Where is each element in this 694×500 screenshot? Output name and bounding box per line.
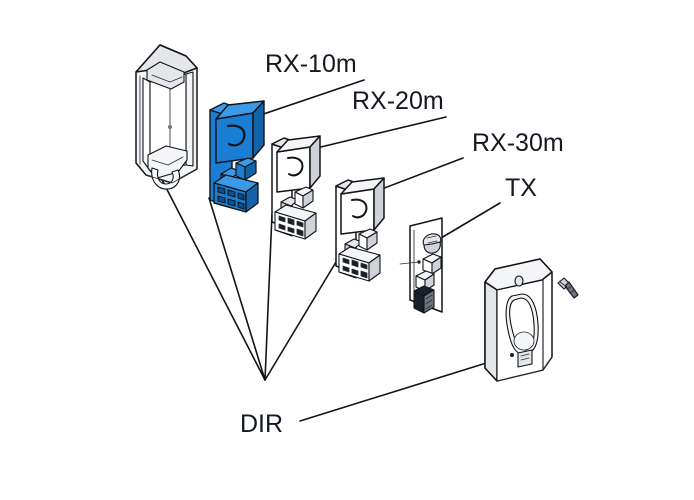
- back-housing-boss-hole: [168, 125, 172, 129]
- rx-10m-lens-marking: [226, 124, 246, 147]
- dir-leader-lines: [157, 171, 513, 422]
- tx-capacitor-1-side: [431, 256, 442, 275]
- front-cover-indicator-hole: [514, 275, 524, 287]
- back-housing: [135, 44, 198, 190]
- label-rx-30m: RX-30m: [472, 129, 564, 157]
- front-cover-slot-ribs: [520, 353, 530, 361]
- rx-10m-pcb-bottom-edge: [213, 202, 233, 209]
- rx-10m-board[interactable]: [209, 100, 265, 213]
- screw-shaft: [564, 281, 579, 299]
- rx-30m-sensor-front: [340, 188, 375, 235]
- front-cover-bottom-edge: [496, 356, 553, 382]
- rx-20m-sensor-front: [276, 146, 311, 193]
- callout-leader-tx: [435, 202, 501, 242]
- callout-leader-rx20m: [299, 116, 447, 153]
- label-tx: TX: [505, 174, 537, 202]
- label-dir: DIR: [240, 410, 283, 438]
- dir-leader-back-housing: [157, 171, 266, 381]
- front-cover-bottom-slot: [517, 349, 533, 368]
- rx-20m-sensor-side: [309, 135, 321, 189]
- back-housing-bracket-edge: [151, 74, 183, 83]
- screw-slot: [559, 281, 568, 288]
- rx-10m-sensor-front: [215, 112, 254, 164]
- dir-leader-rx10m: [208, 197, 266, 381]
- rx-10m-terminal-side: [245, 182, 259, 213]
- tx-board[interactable]: [399, 217, 443, 314]
- front-cover-lens-lower-dome: [513, 331, 535, 351]
- rx-30m-sensor-side: [373, 177, 385, 231]
- label-rx-20m: RX-20m: [352, 87, 444, 115]
- rx-20m-lens-marking: [287, 156, 304, 177]
- callout-leader-rx30m: [373, 157, 464, 193]
- front-cover-left-face: [484, 281, 498, 382]
- back-housing-bottom-tab-edge: [151, 156, 184, 166]
- rx-30m-terminal-holes: [342, 257, 368, 279]
- back-housing-top-bracket: [146, 61, 185, 90]
- tx-connector-ribs: [425, 294, 433, 310]
- dir-leader-rx30m: [264, 261, 337, 381]
- rx-20m-terminal-side: [304, 212, 317, 240]
- rx-30m-terminal-side: [368, 254, 381, 282]
- screw-threads: [566, 285, 576, 294]
- tx-lead-line: [399, 261, 420, 265]
- dir-leader-front-cover: [299, 354, 513, 422]
- rx-10m-sensor-side: [252, 100, 265, 159]
- dir-leader-rx20m: [264, 213, 273, 381]
- tx-emitter-body: [423, 241, 441, 254]
- rx-30m-component-b-side: [366, 231, 378, 251]
- back-housing-strain-relief: [151, 167, 181, 190]
- front-cover-leader-anchor: [510, 353, 514, 357]
- front-cover[interactable]: [484, 258, 553, 382]
- back-housing-bottom-edge: [145, 168, 198, 184]
- rx-30m-pcb-bottom-edge: [338, 271, 357, 279]
- rx-30m-board[interactable]: [335, 177, 385, 282]
- rx-20m-component-b-side: [302, 189, 314, 209]
- label-rx-10m: RX-10m: [265, 50, 357, 78]
- rx-20m-terminal-holes: [278, 215, 304, 237]
- rx-30m-lens-marking: [351, 198, 368, 219]
- rx-10m-terminal-holes: [217, 186, 245, 210]
- rx-10m-component-b-side: [244, 160, 257, 181]
- tx-emitter-slot-marks: [426, 235, 438, 244]
- rx-20m-board[interactable]: [271, 135, 321, 240]
- screw: [557, 277, 579, 299]
- rx-20m-pcb-bottom-edge: [274, 229, 293, 237]
- callout-leader-lines: [239, 79, 501, 242]
